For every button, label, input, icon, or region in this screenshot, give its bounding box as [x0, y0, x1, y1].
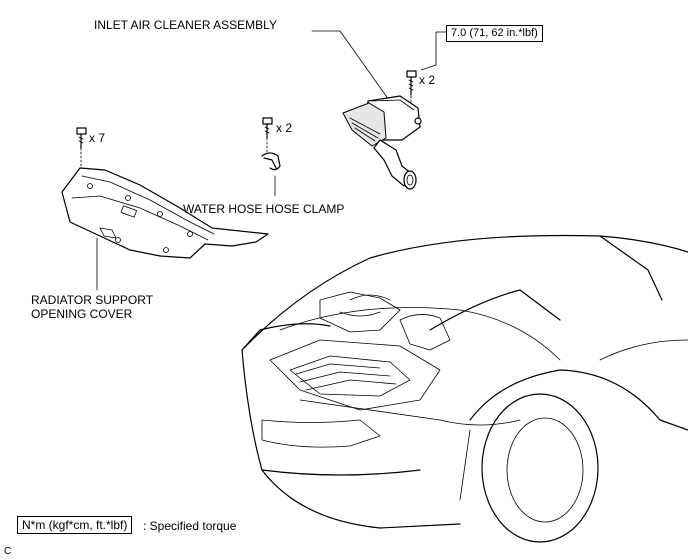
- figure-code: C: [4, 546, 12, 557]
- air-cleaner-bolt-quantity: x 2: [419, 73, 436, 87]
- torque-spec-box: 7.0 (71, 62 in.*lbf): [446, 25, 543, 42]
- inlet-air-cleaner-label: INLET AIR CLEANER ASSEMBLY: [94, 18, 277, 32]
- inlet-air-cleaner-drawing: [342, 95, 422, 190]
- leader-lines: [96, 30, 447, 291]
- vehicle-drawing: [241, 234, 688, 543]
- water-hose-clamp-drawing: [261, 152, 281, 171]
- water-hose-clamp-label: WATER HOSE HOSE CLAMP: [183, 202, 345, 216]
- radiator-support-cover-drawing: [61, 167, 269, 259]
- radiator-cover-label-line2: OPENING COVER: [31, 307, 133, 321]
- clamp-bolt-quantity: x 2: [276, 121, 293, 135]
- legend-unit-box: N*m (kgf*cm, ft.*lbf): [17, 516, 133, 534]
- clip-icon: [76, 127, 87, 167]
- cover-clip-quantity: x 7: [89, 131, 106, 145]
- bolt-icon: [262, 117, 273, 153]
- radiator-cover-label-line1: RADIATOR SUPPORT: [31, 293, 154, 307]
- legend-description: : Specified torque: [143, 519, 237, 533]
